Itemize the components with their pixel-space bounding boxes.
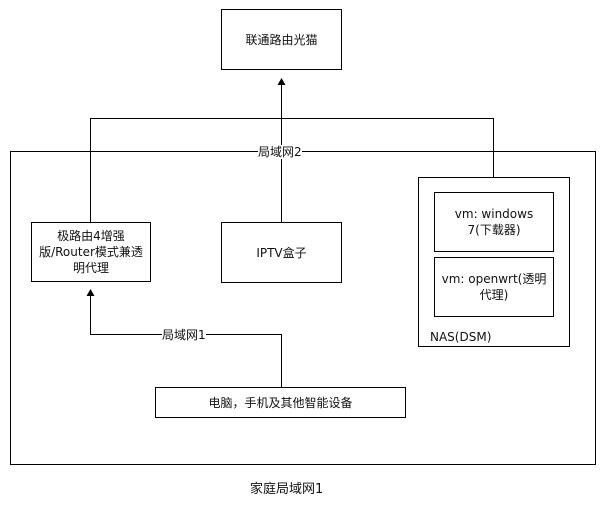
vm-openwrt-node: vm: openwrt(透明代理) — [434, 257, 554, 317]
lan2-label: 局域网2 — [258, 145, 302, 159]
router-node: 极路由4增强版/Router模式兼透明代理 — [31, 222, 151, 282]
lan1-label: 局域网1 — [162, 328, 206, 342]
link-router-to-modem — [90, 118, 494, 222]
router-label: 极路由4增强版/Router模式兼透明代理 — [39, 229, 143, 275]
modem-label: 联通路由光猫 — [245, 32, 318, 47]
nas-frame — [418, 177, 570, 347]
devices-label: 电脑，手机及其他智能设备 — [208, 395, 353, 410]
home-lan-label: 家庭局域网1 — [250, 482, 324, 497]
nas-label: NAS(DSM) — [430, 330, 492, 344]
vm-windows-label: vm: windows 7(下载器) — [454, 207, 534, 237]
iptv-label: IPTV盒子 — [256, 245, 307, 260]
home-lan-frame — [10, 151, 596, 465]
devices-node: 电脑，手机及其他智能设备 — [155, 387, 406, 418]
vm-windows-node: vm: windows 7(下载器) — [434, 192, 554, 252]
iptv-node: IPTV盒子 — [221, 222, 342, 283]
vm-openwrt-label: vm: openwrt(透明代理) — [441, 272, 547, 302]
modem-node: 联通路由光猫 — [221, 9, 342, 70]
